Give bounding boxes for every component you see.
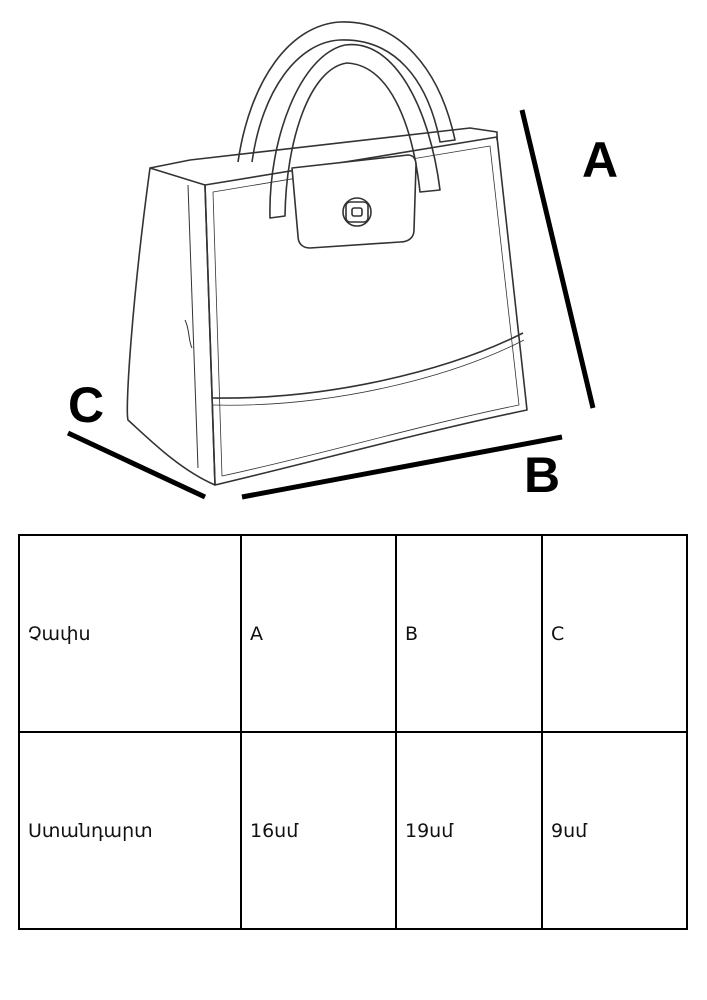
front-handle [269,43,441,219]
table-cell: Ստանդարտ [18,731,242,930]
back-handle [237,21,456,163]
size-table: Չափս A B C Ստանդարտ 16սմ 19սմ 9սմ [18,534,688,930]
dimension-label-a: A [582,132,619,188]
table-cell: 19սմ [395,731,543,930]
bag-back-rim [149,127,498,169]
table-cell: A [240,534,397,733]
bag-front-panel [204,136,528,486]
table-cell: Չափս [18,534,242,733]
dimension-line-c [66,430,207,500]
table-cell: C [541,534,688,733]
table-header-row: Չափս A B C [18,534,688,733]
table-cell: 16սմ [240,731,397,930]
table-cell: 9սմ [541,731,688,930]
handbag-illustration [66,21,596,500]
dimension-line-a [519,109,596,409]
dimension-line-b [241,434,563,500]
table-cell: B [395,534,543,733]
bag-bottom-seam [211,332,524,399]
bag-side-panel [126,167,216,486]
clasp-icon [342,197,372,227]
dimension-label-c: C [68,377,105,433]
table-row: Ստանդարտ 16սմ 19սմ 9սմ [18,731,688,930]
dimension-label-b: B [524,447,561,503]
